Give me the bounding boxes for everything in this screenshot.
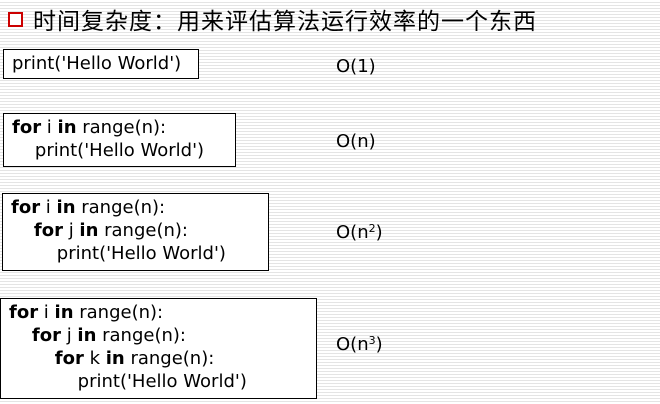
code-keyword: in — [79, 220, 99, 241]
slide-title-row: 时间复杂度：用来评估算法运行效率的一个东西 — [4, 3, 537, 35]
code-indent — [12, 140, 35, 161]
code-indent — [11, 243, 57, 264]
code-keyword: for — [54, 348, 84, 369]
slide-title: 时间复杂度：用来评估算法运行效率的一个东西 — [33, 9, 537, 35]
code-text: print('Hello World') — [77, 371, 247, 392]
code-text: j — [60, 325, 78, 346]
code-keyword: for — [12, 117, 42, 138]
code-text: range(n): — [124, 348, 215, 369]
code-text: range(n): — [73, 302, 164, 323]
code-block: print('Hello World') — [3, 49, 199, 79]
code-text: range(n): — [75, 197, 166, 218]
code-block: for i in range(n): for j in range(n): fo… — [0, 298, 317, 399]
code-text: i — [41, 117, 58, 138]
code-line: for i in range(n): — [12, 116, 229, 139]
code-text: print('Hello World') — [56, 243, 226, 264]
complexity-close: ) — [375, 222, 383, 243]
code-line: print('Hello World') — [9, 370, 310, 393]
complexity-base: O(n — [336, 334, 369, 355]
code-line: print('Hello World') — [11, 242, 262, 265]
code-indent — [9, 348, 55, 369]
code-indent — [11, 220, 34, 241]
complexity-exponent: 3 — [368, 334, 376, 347]
code-text: print('Hello World') — [12, 53, 182, 74]
code-line: for j in range(n): — [11, 219, 262, 242]
code-text: k — [83, 348, 106, 369]
code-line: for i in range(n): — [11, 196, 262, 219]
code-keyword: for — [33, 220, 63, 241]
complexity-base: O(n — [336, 222, 369, 243]
code-block: for i in range(n): print('Hello World') — [3, 113, 236, 167]
code-text: range(n): — [98, 220, 188, 241]
code-line: for k in range(n): — [9, 347, 310, 370]
code-text: range(n): — [76, 117, 167, 138]
code-keyword: for — [9, 302, 39, 323]
complexity-close: ) — [375, 334, 383, 355]
complexity-label: O(1) — [336, 56, 376, 78]
code-keyword: in — [77, 325, 97, 346]
code-keyword: in — [54, 302, 74, 323]
code-indent — [9, 325, 32, 346]
code-text: i — [40, 197, 57, 218]
complexity-label: O(n3) — [336, 334, 383, 356]
complexity-base: O(n — [336, 131, 369, 152]
code-text: print('Hello World') — [34, 140, 205, 161]
code-text: range(n): — [96, 325, 186, 346]
code-line: print('Hello World') — [12, 52, 192, 75]
code-line: for i in range(n): — [9, 301, 310, 324]
complexity-exponent: 2 — [368, 222, 376, 235]
code-block: for i in range(n): for j in range(n): pr… — [2, 193, 269, 271]
code-keyword: in — [56, 197, 76, 218]
code-text: j — [62, 220, 80, 241]
code-keyword: in — [57, 117, 77, 138]
code-line: for j in range(n): — [9, 324, 310, 347]
code-keyword: for — [31, 325, 61, 346]
code-indent — [9, 371, 78, 392]
square-bullet-icon — [8, 11, 23, 27]
complexity-close: ) — [368, 56, 376, 77]
complexity-label: O(n2) — [336, 222, 383, 244]
complexity-close: ) — [368, 131, 376, 152]
code-keyword: in — [105, 348, 125, 369]
code-text: i — [38, 302, 55, 323]
complexity-label: O(n) — [336, 131, 376, 153]
code-keyword: for — [11, 197, 41, 218]
complexity-base: O(1 — [336, 56, 369, 77]
code-line: print('Hello World') — [12, 139, 229, 162]
